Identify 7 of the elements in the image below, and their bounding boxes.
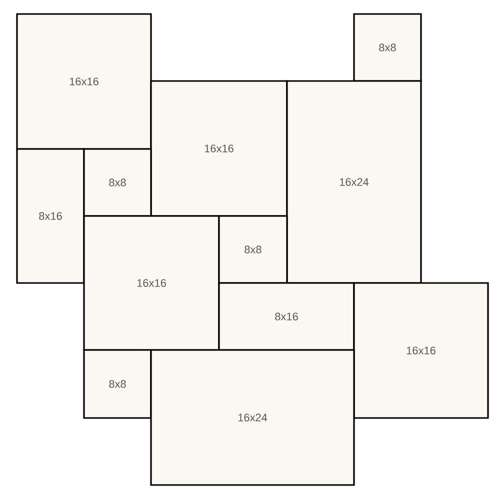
tile-box: 8x8 [83,148,152,217]
tile-box: 8x8 [353,13,422,82]
tile-box: 8x16 [16,148,85,284]
tile-box: 8x16 [218,282,355,351]
tile-box: 8x8 [83,349,152,419]
tile-box: 8x8 [218,215,288,284]
tile-box: 16x16 [353,282,489,419]
